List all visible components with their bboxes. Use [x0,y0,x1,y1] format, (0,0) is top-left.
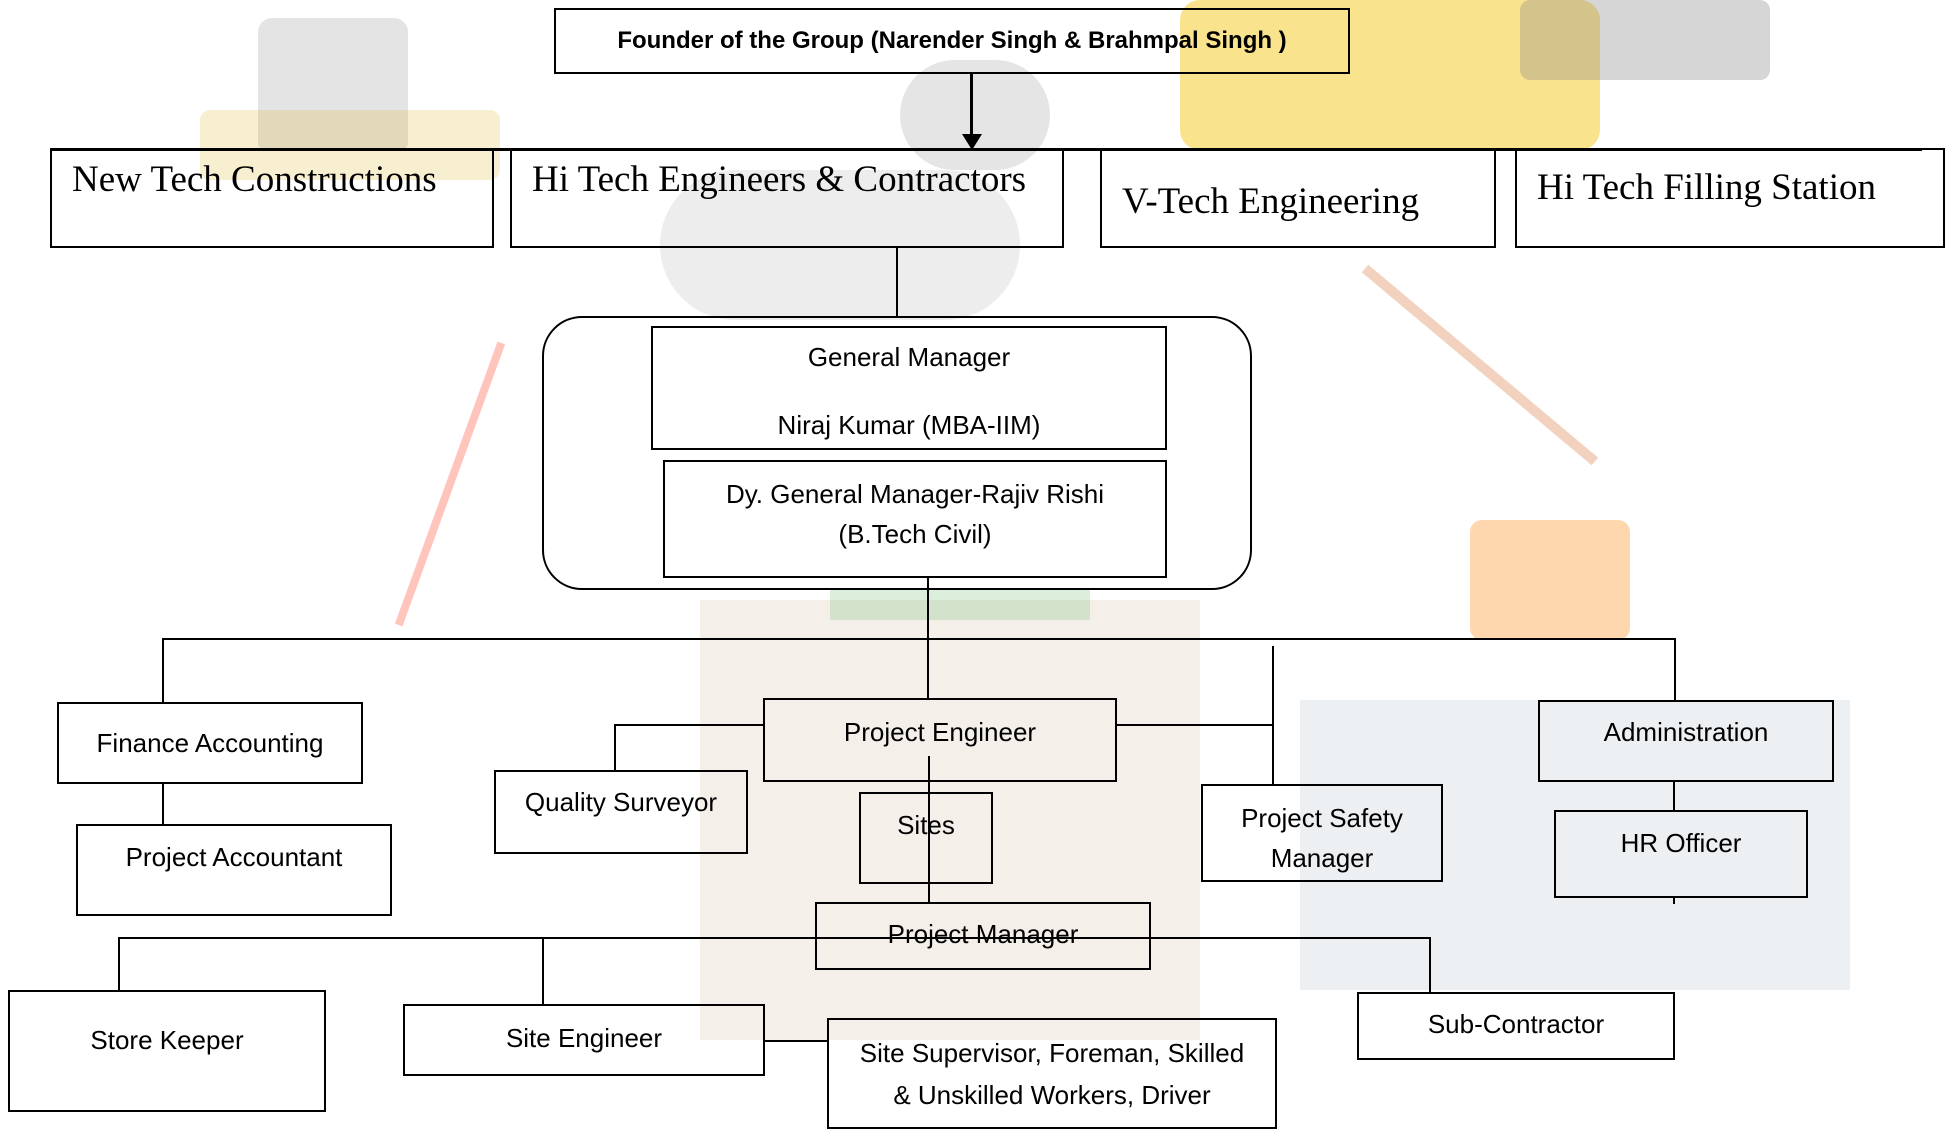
deputy-gm-box: Dy. General Manager-Rajiv Rishi (B.Tech … [663,460,1167,578]
sites-label: Sites [897,810,955,840]
sites-box: Sites [859,792,993,884]
quality-surveyor-box: Quality Surveyor [494,770,748,854]
project-engineer-box: Project Engineer [763,698,1117,782]
general-manager-name: Niraj Kumar (MBA-IIM) [777,410,1041,440]
connector-pe-to-pm [928,756,930,902]
background-scaffold-image [830,590,1090,620]
background-roller-drum [660,170,1020,320]
project-manager-label: Project Manager [887,919,1079,949]
background-backhoe-arm [1520,0,1770,80]
project-manager-box: Project Manager [815,902,1151,970]
connector-safety-vertical [1272,646,1274,784]
hr-officer-box: HR Officer [1554,810,1808,898]
founder-arrow-stem [970,74,973,136]
background-construction-site-image [700,600,1200,1040]
connector-se-to-supervisor [765,1040,827,1042]
background-boom-lift-arm [1361,264,1599,466]
project-engineer-label: Project Engineer [843,717,1037,747]
project-safety-manager-box: Project Safety Manager [1201,784,1443,882]
company-v-tech-engineering: V-Tech Engineering [1100,148,1496,248]
project-accountant-label: Project Accountant [125,842,343,872]
background-roller-image [258,18,408,148]
background-roller-body [200,110,500,180]
site-engineer-box: Site Engineer [403,1004,765,1076]
site-engineer-label: Site Engineer [505,1023,663,1053]
connector-pe-to-qs [614,724,763,726]
connector-qs-vertical [614,724,616,770]
background-backhoe-loader-image [1180,0,1600,150]
connector-hr-tail [1673,898,1675,904]
company-new-tech-constructions: New Tech Constructions [50,148,494,248]
company-hi-tech-engineers: Hi Tech Engineers & Contractors [510,148,1064,248]
background-boom-lift-image [1470,520,1630,640]
company-label: New Tech Constructions [72,159,437,200]
founder-arrow-head [962,134,982,150]
connector-site-engineer [542,937,544,1004]
deputy-gm-qualification: (B.Tech Civil) [838,519,992,549]
background-concrete-pump-image [394,341,506,627]
connector-finance-to-accountant [162,784,164,824]
department-bus-line [162,638,1676,640]
management-group-frame [542,316,1252,590]
site-supervisor-label-line2: & Unskilled Workers, Driver [893,1080,1211,1110]
founder-label: Founder of the Group (Narender Singh & B… [617,27,1287,54]
company-label: Hi Tech Engineers & Contractors [532,159,1027,200]
connector-sub-contractor [1429,937,1431,992]
finance-accounting-box: Finance Accounting [57,702,363,784]
general-manager-box: General Manager Niraj Kumar (MBA-IIM) [651,326,1167,450]
company-label: V-Tech Engineering [1122,181,1420,222]
background-roller-wheel [900,60,1050,170]
project-safety-label-line1: Project Safety [1241,803,1403,833]
connector-admin [1674,638,1676,700]
general-manager-title: General Manager [807,342,1011,372]
background-steel-frame-image [1300,700,1850,990]
founder-box: Founder of the Group (Narender Singh & B… [554,8,1350,74]
connector-company-to-gm [896,248,898,316]
connector-pe-to-safety [1117,724,1273,726]
connector-finance [162,638,164,702]
site-supervisor-label-line1: Site Supervisor, Foreman, Skilled [859,1038,1245,1068]
pm-bus-line [118,937,1431,939]
company-hi-tech-filling-station: Hi Tech Filling Station [1515,148,1945,248]
project-accountant-box: Project Accountant [76,824,392,916]
store-keeper-label: Store Keeper [90,1025,244,1055]
sub-contractor-box: Sub-Contractor [1357,992,1675,1060]
connector-admin-to-hr [1673,782,1675,810]
hr-officer-label: HR Officer [1620,828,1742,858]
quality-surveyor-label: Quality Surveyor [524,787,718,817]
administration-label: Administration [1603,717,1769,747]
site-supervisor-box: Site Supervisor, Foreman, Skilled & Unsk… [827,1018,1277,1129]
connector-store-keeper [118,937,120,990]
sub-contractor-label: Sub-Contractor [1427,1009,1605,1039]
project-safety-label-line2: Manager [1270,843,1374,873]
finance-accounting-label: Finance Accounting [96,728,324,758]
company-label: Hi Tech Filling Station [1537,167,1876,208]
store-keeper-box: Store Keeper [8,990,326,1112]
deputy-gm-name: Dy. General Manager-Rajiv Rishi [725,479,1105,509]
administration-box: Administration [1538,700,1834,782]
